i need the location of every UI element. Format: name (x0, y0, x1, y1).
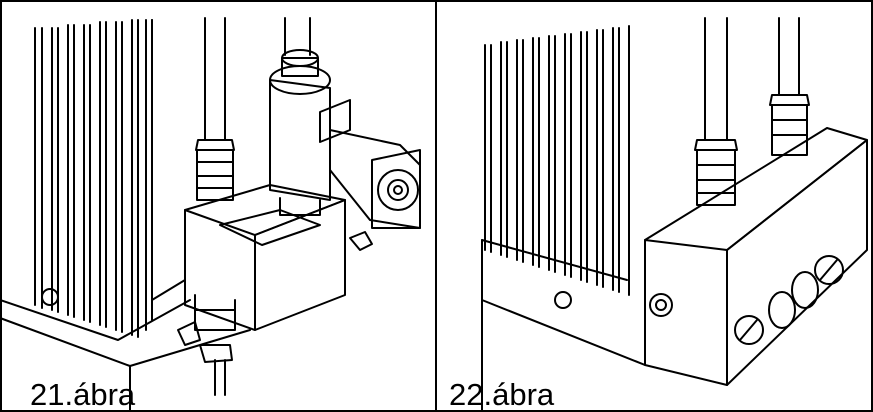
figure-caption: 22.ábra (449, 377, 555, 412)
figure-21-panel: 21.ábra (0, 0, 437, 412)
pipe-left-21 (195, 17, 235, 201)
bottom-fitting-21 (177, 294, 236, 396)
pipe-right-21 (284, 17, 311, 56)
heat-sink-fins-21 (34, 19, 186, 338)
manifold-block-22 (644, 127, 868, 386)
manifold-block-21 (184, 184, 373, 331)
heat-sink-fins-22 (484, 25, 630, 296)
valve-body-21 (269, 49, 421, 229)
pipe-right-22 (769, 17, 810, 156)
figure-21-drawing (0, 17, 421, 412)
figure-caption: 21.ábra (30, 377, 136, 412)
screws-22 (734, 255, 844, 345)
figure-22-panel: 22.ábra (437, 0, 873, 412)
pipe-left-22 (694, 17, 738, 206)
figure-22-drawing (481, 17, 868, 412)
